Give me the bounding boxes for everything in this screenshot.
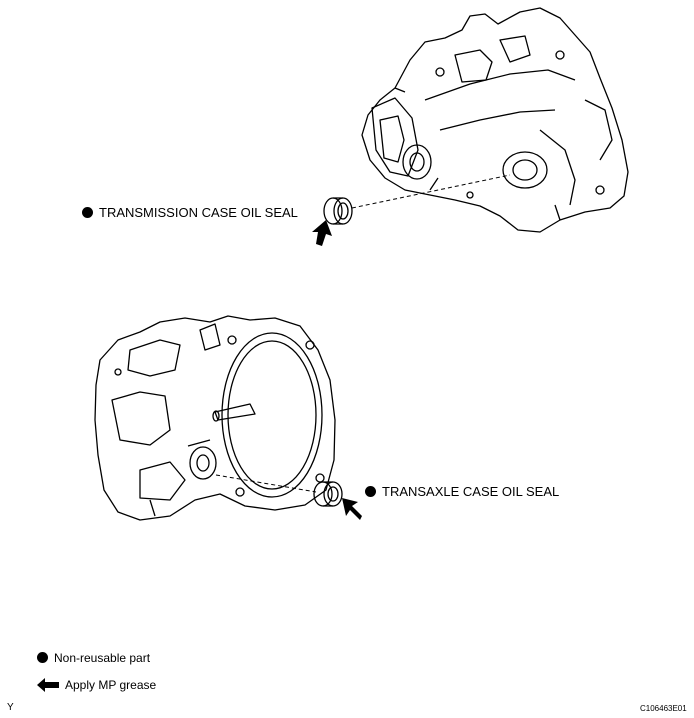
non-reusable-dot-icon: [365, 486, 376, 497]
lower-seal-callout: TRANSAXLE CASE OIL SEAL: [365, 484, 559, 500]
upper-grease-arrow-icon: [312, 220, 332, 246]
lower-oil-seal: [313, 481, 343, 507]
grease-arrow-icon: [37, 678, 59, 692]
figure-code: C106463E01: [640, 704, 687, 713]
non-reusable-dot-icon: [82, 207, 93, 218]
lower-transaxle-case: [94, 315, 336, 521]
legend-non-reusable: Non-reusable part: [37, 650, 150, 666]
corner-mark: Y: [7, 702, 14, 713]
upper-oil-seal: [323, 197, 353, 225]
legend-grease: Apply MP grease: [37, 677, 156, 693]
upper-transmission-case: [361, 7, 629, 233]
lower-seal-label: TRANSAXLE CASE OIL SEAL: [382, 484, 560, 499]
upper-seal-label: TRANSMISSION CASE OIL SEAL: [99, 205, 298, 220]
legend-non-reusable-label: Non-reusable part: [54, 651, 151, 665]
upper-seal-guide-line: [351, 174, 511, 209]
non-reusable-dot-icon: [37, 652, 48, 663]
lower-grease-arrow-icon: [342, 498, 362, 520]
upper-seal-callout: TRANSMISSION CASE OIL SEAL: [82, 205, 298, 221]
legend-grease-label: Apply MP grease: [65, 678, 157, 692]
lower-seal-guide-line: [215, 474, 317, 493]
